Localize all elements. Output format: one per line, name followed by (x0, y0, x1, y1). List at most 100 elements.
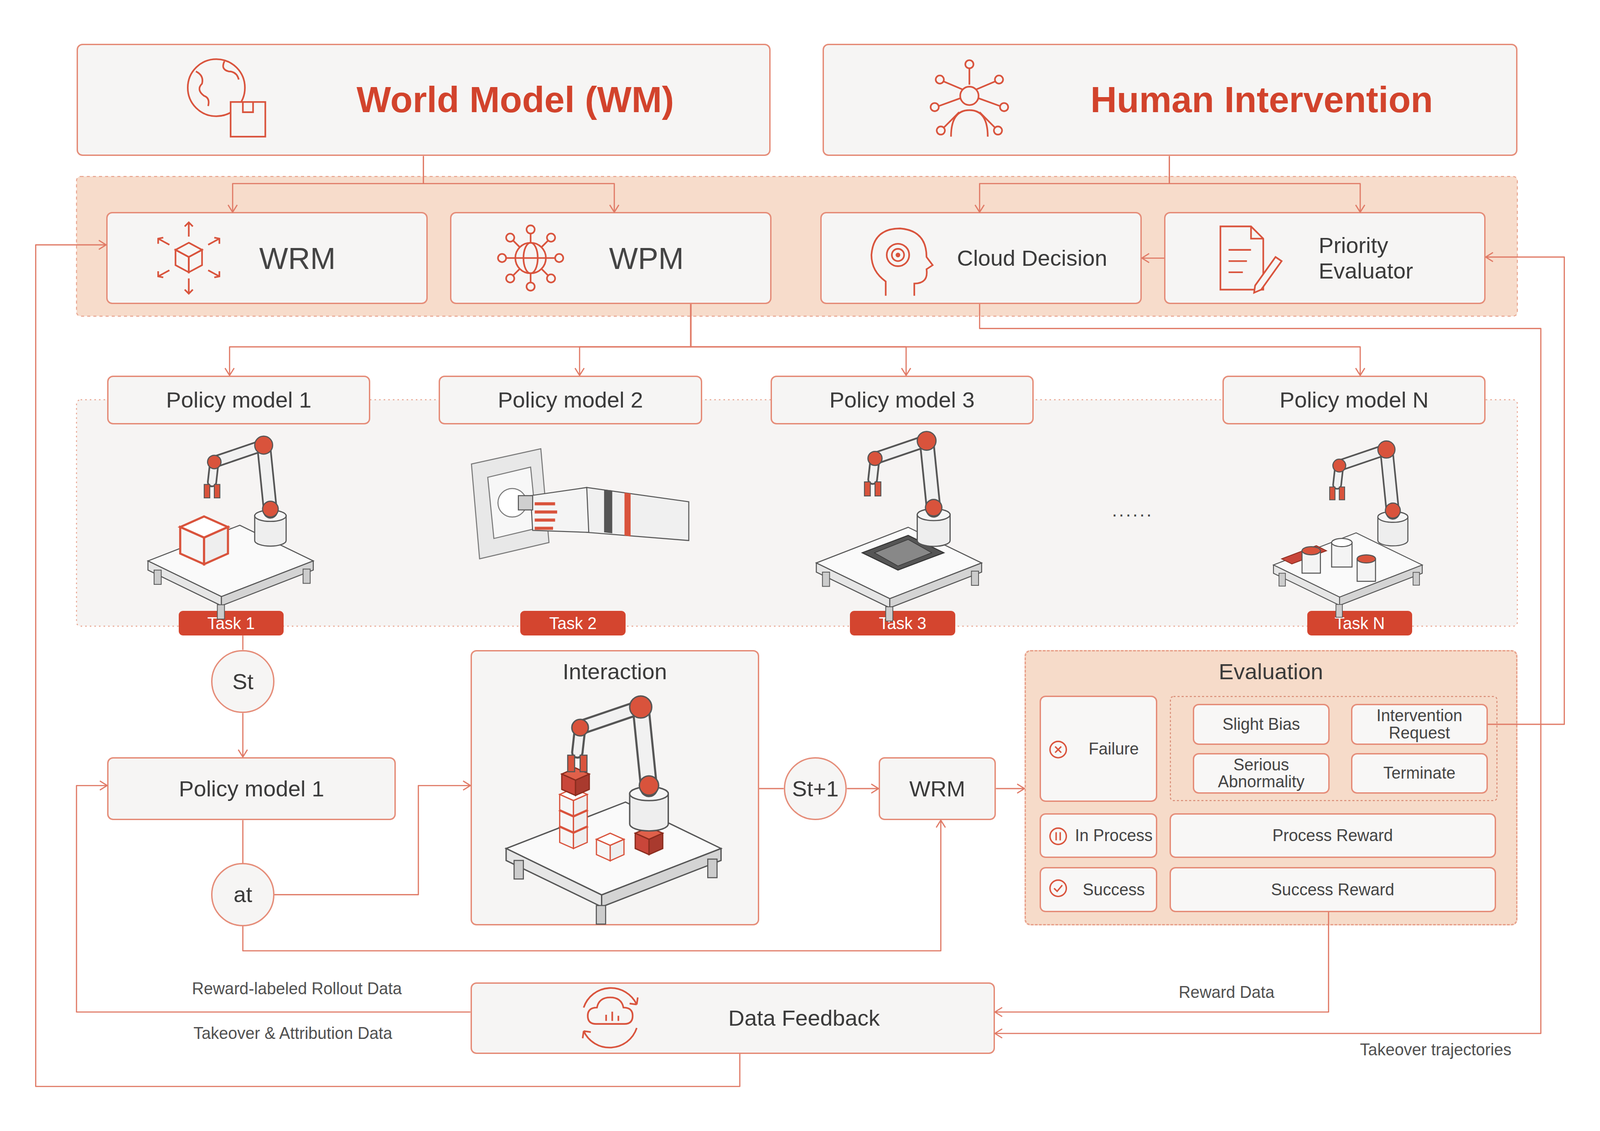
evaluation-panel: EvaluationFailure Slight Bias Intervention… (1024, 650, 1518, 926)
flow-connector (994, 912, 1329, 1017)
outcome-box: Slight Bias (1192, 704, 1330, 746)
flow-connector (574, 304, 691, 376)
flow-connector (1169, 155, 1366, 213)
node-text: Policy model 1 (165, 387, 312, 413)
node-text: Process Reward (1272, 827, 1393, 845)
state-circle: St+1 (783, 757, 848, 821)
flow-connector (423, 155, 619, 213)
node-text: Serious Abnormality (1198, 756, 1325, 792)
ellipsis-label: ...... (1112, 499, 1154, 521)
taskn-illustration (1302, 546, 1321, 555)
node-text: Success (1082, 881, 1145, 899)
module-box: Cloud Decision (820, 212, 1142, 304)
flow-connector (690, 304, 911, 376)
status-box: Failure (1039, 695, 1157, 803)
flow-connector (225, 304, 692, 376)
model-box: WRM (106, 212, 428, 304)
task3-illustration (864, 431, 951, 547)
node-text: WRM (909, 776, 965, 802)
flow-connector (1141, 253, 1165, 263)
model-box: WPM (450, 212, 772, 304)
task-tag: Task 3 (849, 611, 956, 636)
task2-illustration (471, 448, 549, 560)
taskn-illustration (1331, 538, 1352, 547)
status-box: Success (1039, 867, 1157, 912)
taskn-illustration (1331, 542, 1352, 568)
node-text: St (232, 668, 254, 695)
interaction-box: Interaction (470, 650, 760, 926)
node-text: Policy model N (1279, 387, 1429, 413)
feedback-box: Data Feedback (470, 982, 995, 1055)
task-tag: Task N (1307, 611, 1413, 636)
task-tag: Task 1 (178, 611, 285, 636)
task2-illustration (471, 448, 689, 560)
taskn-illustration (1273, 533, 1423, 618)
task3-illustration (816, 431, 982, 622)
flow-connector (690, 304, 1365, 376)
task2-illustration (487, 467, 537, 539)
flow-connector (227, 155, 424, 213)
module-band (76, 176, 1518, 316)
reward-box: Success Reward (1169, 867, 1497, 912)
title-box: Human Intervention (822, 43, 1518, 156)
node-text: at (233, 881, 253, 908)
node-text: Terminate (1383, 764, 1456, 782)
node-text: Failure (1088, 740, 1140, 758)
node-text: In Process (1075, 827, 1153, 845)
task2-illustration (530, 487, 590, 533)
state-circle: St (211, 650, 275, 714)
policy-box: Policy model 1 (107, 375, 371, 425)
node-text: Human Intervention (1090, 78, 1434, 121)
task1-illustration (147, 436, 314, 620)
task3-illustration (862, 535, 944, 571)
taskn-illustration (1302, 550, 1321, 574)
connector-label: Takeover trajectories (1360, 1040, 1512, 1060)
flow-connector (974, 155, 1170, 213)
node-text: Task N (1334, 614, 1385, 633)
task2-illustration (586, 487, 689, 541)
flow-connector (242, 635, 244, 650)
node-text: Policy model 1 (178, 776, 325, 802)
taskn-illustration (1281, 545, 1327, 565)
flow-connector (995, 784, 1025, 794)
task1-illustration (147, 525, 314, 620)
policy-box: Policy model 3 (770, 375, 1034, 425)
node-text: Policy model 3 (829, 387, 975, 413)
task3-illustration (874, 539, 932, 566)
taskn-illustration (1356, 554, 1376, 564)
task2-illustration (604, 489, 613, 534)
node-text: World Model (WM) (356, 78, 674, 121)
node-text: Evaluation (1218, 658, 1324, 685)
task2-illustration (497, 488, 527, 518)
outcome-box: Serious Abnormality (1192, 753, 1330, 795)
taskn-illustration (1356, 559, 1376, 582)
flow-connector (242, 820, 244, 864)
node-text: Task 3 (878, 614, 927, 633)
reward-box: Process Reward (1169, 813, 1497, 859)
task3-illustration (816, 527, 982, 622)
outcome-box: Intervention Request (1351, 704, 1488, 746)
flow-connector (238, 713, 248, 757)
task2-illustration (518, 495, 533, 510)
task1-illustration (204, 436, 287, 547)
title-box: World Model (WM) (76, 43, 771, 156)
node-text: Priority Evaluator (1318, 232, 1454, 285)
taskn-illustration (1273, 440, 1423, 618)
flow-connector (35, 240, 740, 1087)
node-text: WRM (259, 240, 336, 276)
taskn-illustration (1329, 440, 1409, 546)
model-box: WRM (878, 757, 996, 821)
action-circle: at (211, 863, 275, 927)
connector-label: Reward Data (1178, 983, 1275, 1003)
task1-illustration (180, 516, 228, 565)
status-box: In Process (1039, 813, 1157, 859)
connector-label: Takeover & Attribution Data (193, 1024, 393, 1044)
flow-connector (979, 304, 1541, 1039)
policy-box: Policy model 1 (107, 757, 396, 821)
policy-band (76, 399, 1518, 627)
node-text: Data Feedback (728, 1005, 880, 1031)
